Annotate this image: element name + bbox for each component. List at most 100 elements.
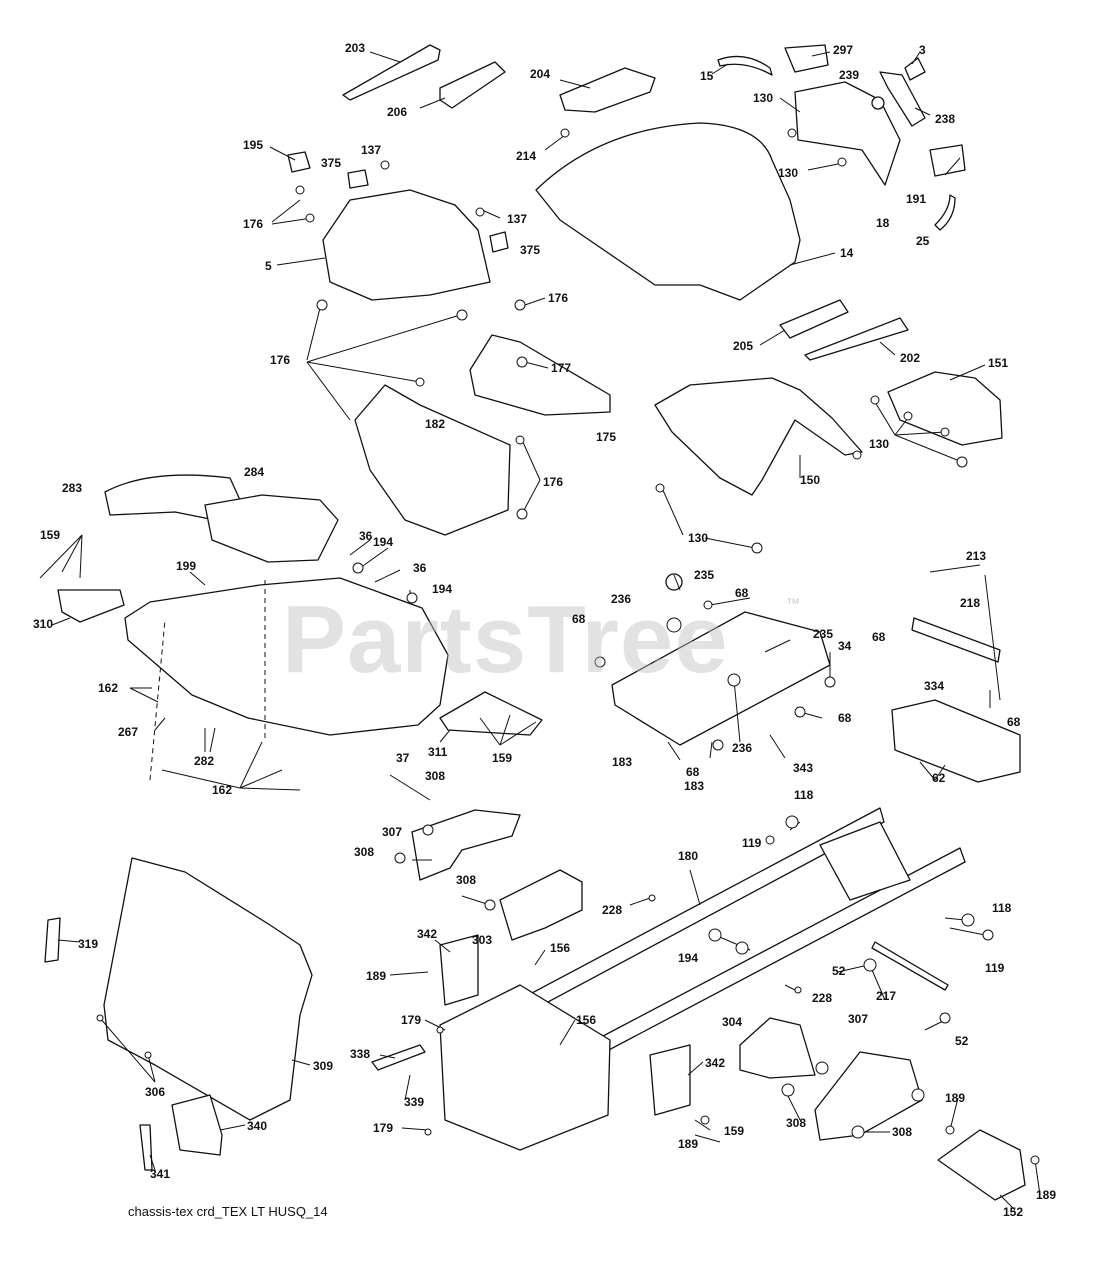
callout-297: 297 <box>833 43 854 57</box>
callout-176: 176 <box>543 475 564 489</box>
callout-176: 176 <box>548 291 569 305</box>
callout-119: 119 <box>742 836 762 850</box>
callout-195: 195 <box>243 138 264 152</box>
callout-36: 36 <box>413 561 427 575</box>
part-342-bracket <box>439 934 479 1006</box>
part-342-bracket-b <box>649 1044 691 1116</box>
callout-375: 375 <box>520 243 541 257</box>
callout-18: 18 <box>876 216 890 230</box>
callout-334: 334 <box>924 679 945 693</box>
callout-283: 283 <box>62 481 83 495</box>
part-175-bracket <box>469 334 611 416</box>
callout-180: 180 <box>678 849 699 863</box>
callout-159: 159 <box>724 1124 745 1138</box>
callout-319: 319 <box>78 937 99 951</box>
callout-282: 282 <box>194 754 215 768</box>
callout-151: 151 <box>988 356 1009 370</box>
callout-37: 37 <box>396 751 410 765</box>
callout-183: 183 <box>612 755 633 769</box>
callout-217: 217 <box>876 989 897 1003</box>
part-25-clip <box>934 194 956 231</box>
part-151-bracket <box>887 371 1003 446</box>
callout-202: 202 <box>900 351 921 365</box>
callout-236: 236 <box>611 592 632 606</box>
callout-308: 308 <box>786 1116 807 1130</box>
part-304-shield <box>739 1017 816 1079</box>
part-309-grille <box>103 857 313 1121</box>
callout-162: 162 <box>98 681 119 695</box>
callout-218: 218 <box>960 596 981 610</box>
callout-175: 175 <box>596 430 617 444</box>
callout-205: 205 <box>733 339 754 353</box>
callout-342: 342 <box>705 1056 726 1070</box>
callout-189: 189 <box>1036 1188 1057 1202</box>
callout-36: 36 <box>359 529 373 543</box>
callout-34: 34 <box>838 639 852 653</box>
part-218-bracket <box>911 617 1001 663</box>
callout-183: 183 <box>684 779 705 793</box>
callout-182: 182 <box>425 417 446 431</box>
callout-137: 137 <box>507 212 528 226</box>
callout-191: 191 <box>906 192 927 206</box>
callout-130: 130 <box>778 166 799 180</box>
callout-137: 137 <box>361 143 382 157</box>
part-182-lower-dash <box>354 384 511 536</box>
callout-342: 342 <box>417 927 438 941</box>
callout-306: 306 <box>145 1085 166 1099</box>
callout-52: 52 <box>832 964 846 978</box>
part-334-bracket <box>891 699 1021 783</box>
callout-14: 14 <box>840 246 854 260</box>
callout-308: 308 <box>425 769 446 783</box>
part-195-clip <box>287 151 311 173</box>
callout-284: 284 <box>244 465 265 479</box>
part-311-bracket <box>439 691 543 736</box>
part-37-body <box>124 577 449 736</box>
callout-68: 68 <box>1007 715 1021 729</box>
callout-25: 25 <box>916 234 930 248</box>
part-375-clip-b <box>489 231 509 253</box>
callout-5: 5 <box>265 259 272 273</box>
diagram-caption: chassis-tex crd_TEX LT HUSQ_14 <box>128 1204 328 1219</box>
callout-341: 341 <box>150 1167 171 1181</box>
part-202-strip <box>804 317 909 361</box>
callout-311: 311 <box>428 745 448 759</box>
callout-119: 119 <box>985 961 1005 975</box>
callout-118: 118 <box>794 788 814 802</box>
callout-375: 375 <box>321 156 342 170</box>
part-152-plate <box>937 1129 1026 1201</box>
callout-228: 228 <box>602 903 623 917</box>
callout-159: 159 <box>40 528 61 542</box>
callout-189: 189 <box>678 1137 699 1151</box>
callout-176: 176 <box>270 353 291 367</box>
callout-307: 307 <box>848 1012 869 1026</box>
callout-189: 189 <box>945 1091 966 1105</box>
callout-235: 235 <box>813 627 834 641</box>
callout-194: 194 <box>432 582 453 596</box>
part-340-plate <box>171 1094 223 1156</box>
callout-214: 214 <box>516 149 537 163</box>
part-150-footwell <box>654 377 863 496</box>
callout-307: 307 <box>382 825 403 839</box>
callout-204: 204 <box>530 67 551 81</box>
part-239-washer <box>871 96 885 110</box>
part-310-bracket <box>57 589 125 623</box>
callout-130: 130 <box>688 531 709 545</box>
callout-3: 3 <box>919 43 926 57</box>
callout-340: 340 <box>247 1119 268 1133</box>
part-217-rod <box>871 941 949 991</box>
callout-235: 235 <box>694 568 715 582</box>
part-297-bracket <box>784 44 829 73</box>
callout-179: 179 <box>401 1013 422 1027</box>
callout-309: 309 <box>313 1059 334 1073</box>
callout-308: 308 <box>456 873 477 887</box>
part-303-bracket <box>499 869 583 941</box>
callout-194: 194 <box>373 535 394 549</box>
callout-308: 308 <box>892 1125 913 1139</box>
callout-150: 150 <box>800 473 821 487</box>
callout-176: 176 <box>243 217 264 231</box>
callout-179: 179 <box>373 1121 394 1135</box>
callout-308: 308 <box>354 845 375 859</box>
callout-156: 156 <box>576 1013 597 1027</box>
callout-194: 194 <box>678 951 699 965</box>
callout-199: 199 <box>176 559 197 573</box>
